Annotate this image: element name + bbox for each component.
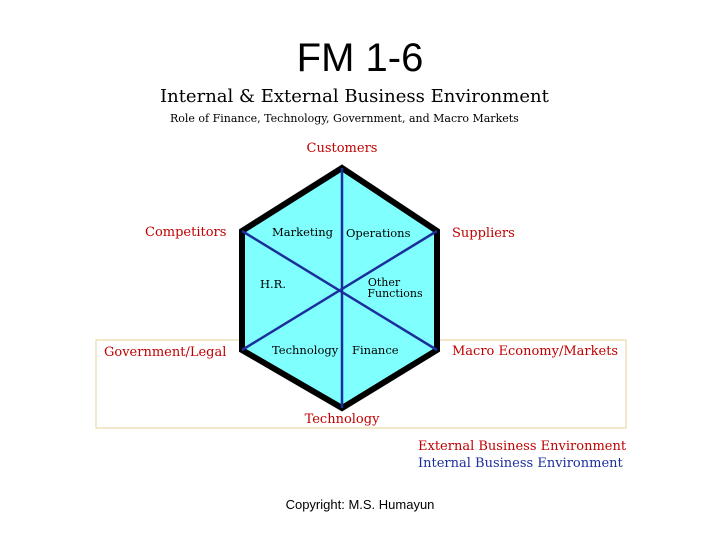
label-suppliers: Suppliers bbox=[452, 226, 515, 241]
legend-external: External Business Environment bbox=[418, 439, 627, 454]
page-title: FM 1-6 bbox=[296, 36, 424, 80]
label-hr: H.R. bbox=[260, 277, 286, 291]
spoke-diagonal-up bbox=[241, 229, 438, 352]
label-marketing: Marketing bbox=[272, 225, 334, 239]
page-caption: Role of Finance, Technology, Government,… bbox=[170, 112, 519, 125]
label-government-legal: Government/Legal bbox=[104, 345, 226, 360]
label-operations: Operations bbox=[346, 226, 411, 240]
label-finance: Finance bbox=[352, 343, 399, 357]
label-other-line1: Other bbox=[368, 276, 401, 289]
legend-internal: Internal Business Environment bbox=[418, 456, 624, 471]
label-competitors: Competitors bbox=[145, 225, 226, 240]
label-technology-external: Technology bbox=[305, 412, 381, 427]
label-other-line2: Functions bbox=[367, 287, 423, 300]
label-customers: Customers bbox=[307, 141, 378, 156]
page-subtitle: Internal & External Business Environment bbox=[160, 86, 549, 107]
copyright: Copyright: M.S. Humayun bbox=[286, 497, 435, 512]
label-macro-economy: Macro Economy/Markets bbox=[452, 344, 618, 359]
label-technology-internal: Technology bbox=[272, 343, 339, 357]
